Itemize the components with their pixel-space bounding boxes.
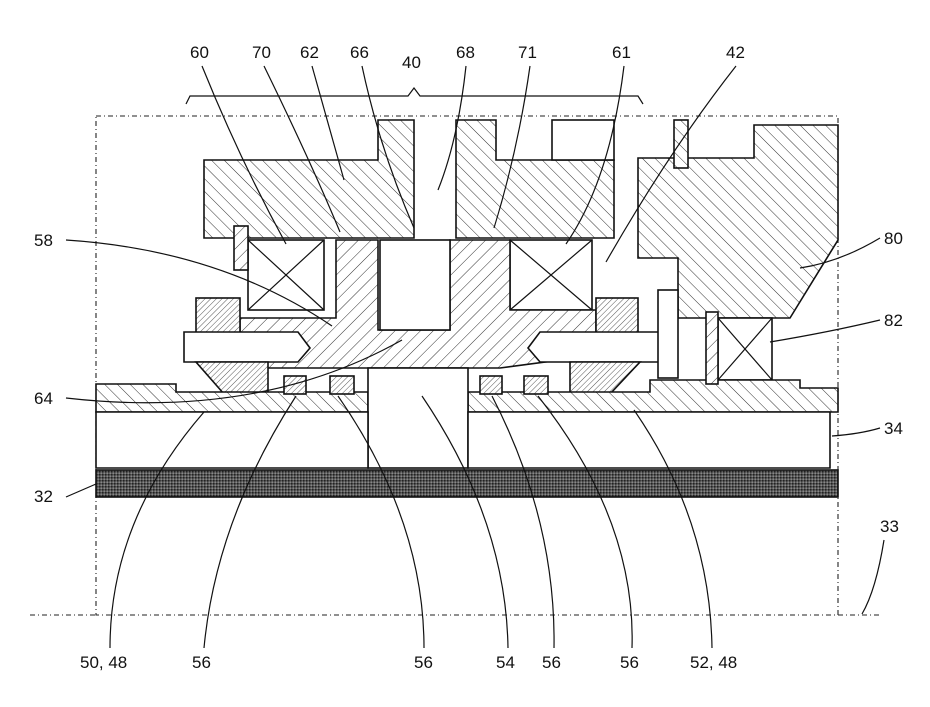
block-80 <box>638 125 838 318</box>
ring-82 <box>706 312 718 384</box>
label-71: 71 <box>518 43 537 62</box>
pin-left <box>184 332 310 362</box>
label-52-48: 52, 48 <box>690 653 737 672</box>
label-66: 66 <box>350 43 369 62</box>
spacer-left <box>234 226 248 270</box>
tube-34-right <box>468 412 830 468</box>
label-61: 61 <box>612 43 631 62</box>
housing-62 <box>204 120 414 238</box>
label-70: 70 <box>252 43 271 62</box>
coil-60 <box>248 240 324 310</box>
wall-right <box>658 290 678 378</box>
wedge-right <box>570 362 640 394</box>
label-56-b: 56 <box>414 653 433 672</box>
label-56-d: 56 <box>620 653 639 672</box>
side-block-right <box>596 298 638 334</box>
label-32: 32 <box>34 487 53 506</box>
wall-segment <box>552 120 614 160</box>
bearing-82 <box>718 318 772 380</box>
label-64: 64 <box>34 389 53 408</box>
label-34: 34 <box>884 419 903 438</box>
label-33: 33 <box>880 517 899 536</box>
label-80: 80 <box>884 229 903 248</box>
center-cavity <box>380 240 450 330</box>
label-50-48: 50, 48 <box>80 653 127 672</box>
label-54: 54 <box>496 653 515 672</box>
coil-61 <box>510 240 592 310</box>
tube-34 <box>96 412 368 468</box>
wedge-left <box>196 362 268 394</box>
label-42: 42 <box>726 43 745 62</box>
pin-80 <box>674 120 688 168</box>
pin-right <box>528 332 660 362</box>
label-56-a: 56 <box>192 653 211 672</box>
label-40: 40 <box>402 53 421 72</box>
column-54 <box>368 368 468 468</box>
side-block-left <box>196 298 240 334</box>
label-82: 82 <box>884 311 903 330</box>
label-60: 60 <box>190 43 209 62</box>
label-56-c: 56 <box>542 653 561 672</box>
label-62: 62 <box>300 43 319 62</box>
label-58: 58 <box>34 231 53 250</box>
label-68: 68 <box>456 43 475 62</box>
brace-40 <box>186 88 643 104</box>
